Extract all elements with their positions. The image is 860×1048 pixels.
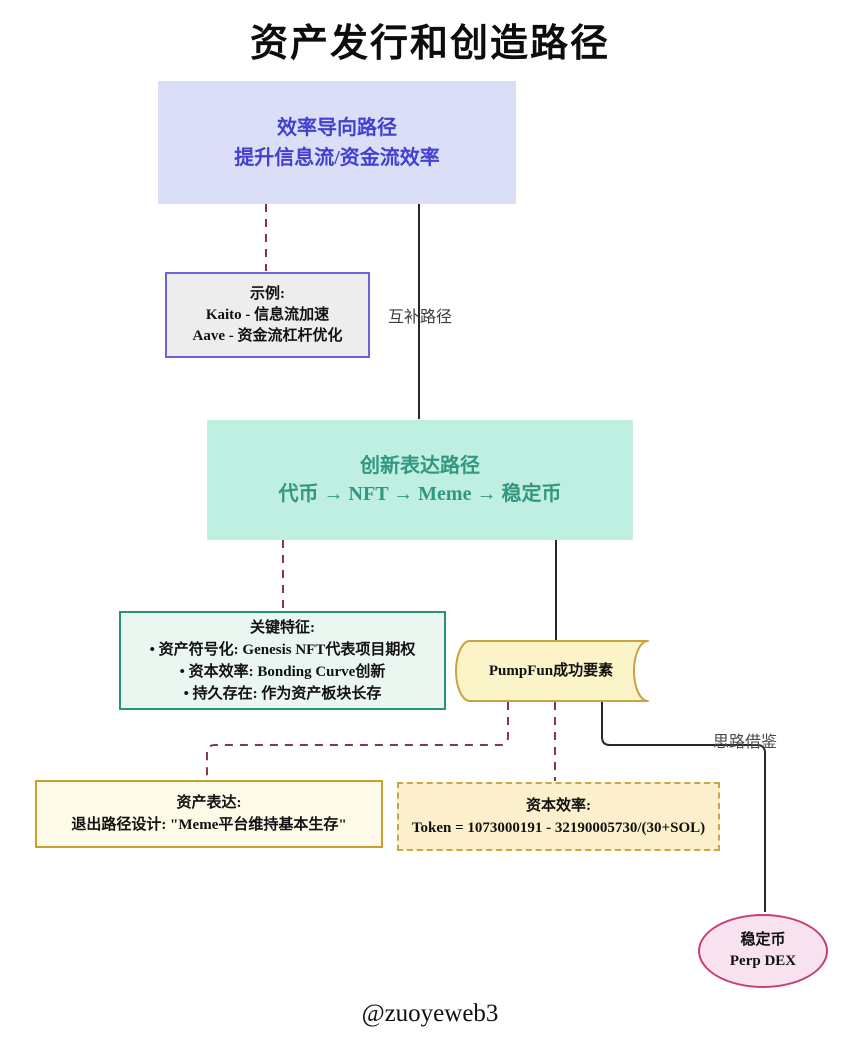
node-key-features-box: 关键特征: • 资产符号化: Genesis NFT代表项目期权 • 资本效率:… (119, 611, 446, 710)
edge-label-complementary-path: 互补路径 (387, 309, 452, 326)
node-stablecoin-ellipse: 稳定币 Perp DEX (698, 914, 828, 988)
author-handle: @zuoyeweb3 (361, 1000, 499, 1027)
edge-pumpfun-to-expression (206, 702, 509, 779)
diagram-title: 资产发行和创造路径 (249, 23, 610, 65)
node-example-box: 示例: Kaito - 信息流加速 Aave - 资金流杠杆优化 (165, 272, 370, 358)
pumpfun-cylinder-shape (455, 640, 649, 702)
node-asset-expression-box: 资产表达: 退出路径设计: "Meme平台维持基本生存" (35, 780, 383, 848)
node-capital-efficiency-box: 资本效率: Token = 1073000191 - 32190005730/(… (397, 782, 720, 851)
edge-pumpfun-to-stablecoin (601, 702, 766, 912)
edge-label-idea-reference: 思路借鉴 (712, 734, 777, 751)
node-innovation-path: 创新表达路径 代币 → NFT → Meme → 稳定币 (207, 420, 633, 540)
node-efficiency-path: 效率导向路径 提升信息流/资金流效率 (158, 81, 516, 204)
node-pumpfun-label: PumpFun成功要素 (488, 663, 614, 679)
